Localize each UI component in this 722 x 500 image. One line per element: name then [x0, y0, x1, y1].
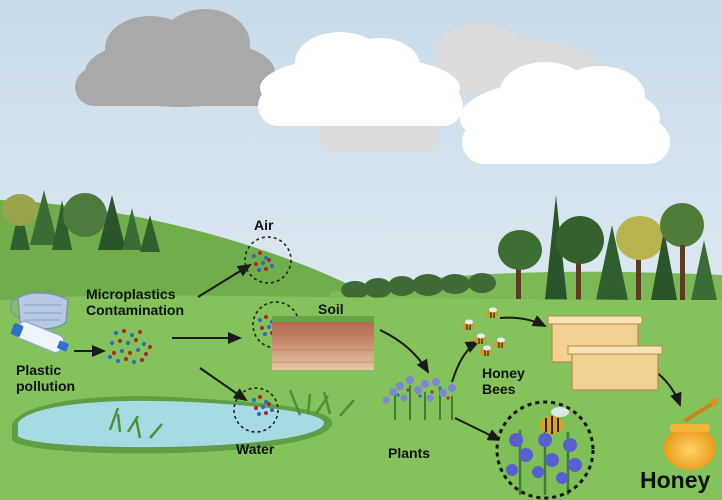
microplastic-particle	[263, 266, 269, 272]
bee-icon	[462, 319, 474, 330]
bee-icon-swarm	[462, 307, 506, 356]
microplastic-particle	[139, 357, 145, 363]
arrow-plants-to-bees	[451, 341, 480, 383]
microplastic-particle	[253, 405, 259, 411]
microplastic-particle	[131, 359, 137, 365]
microplastic-particle	[113, 330, 119, 336]
plastic-pollution-label-line1: Plastic	[16, 362, 62, 378]
microplastic-particles-water	[251, 394, 275, 417]
cloud-icon-white	[258, 32, 463, 126]
cloud-icon-gray	[75, 9, 275, 107]
microplastic-particle	[260, 260, 266, 266]
microplastic-particle	[257, 394, 263, 400]
bee-icon-closeup	[540, 407, 569, 434]
beehive-icon	[547, 315, 663, 391]
microplastic-particle	[257, 317, 263, 323]
flower-icon-plants	[382, 376, 456, 420]
microplastic-particle	[257, 250, 263, 256]
bee-icon	[494, 337, 506, 348]
microplastics-label: Microplastics Contamination	[86, 286, 184, 318]
microplastic-particle	[107, 354, 113, 360]
arrow-to-air	[197, 263, 252, 298]
air-label: Air	[254, 217, 274, 233]
soil-layer-icon	[272, 316, 374, 370]
bee-icon	[480, 345, 492, 356]
flow-arrows	[74, 263, 682, 441]
honey-bees-label-line2: Bees	[482, 380, 516, 397]
microplastic-particle	[256, 267, 262, 273]
microplastic-particle	[137, 329, 143, 335]
plastic-pollution-label: Plastic pollution	[16, 362, 76, 394]
microplastic-particle	[263, 314, 269, 320]
microplastic-particles-air	[251, 250, 275, 273]
microplastic-particle	[262, 331, 268, 337]
microplastic-particle	[127, 350, 133, 356]
microplastic-particle	[251, 253, 257, 259]
microplastics-label-line1: Microplastics	[86, 286, 176, 302]
microplastic-particle	[266, 257, 272, 263]
plants-label: Plants	[388, 445, 431, 461]
honey-bees-label-line1: Honey	[482, 365, 525, 381]
microplastic-particles-cluster	[107, 328, 153, 365]
water-sample-circle	[233, 387, 279, 433]
microplastic-particle	[251, 397, 257, 403]
microplastic-particle	[111, 350, 117, 356]
microplastics-label-line2: Contamination	[86, 301, 184, 318]
microplastic-particle	[129, 332, 135, 338]
microplastic-particle	[109, 340, 115, 346]
tree-icon-right-forest	[498, 195, 718, 305]
tree-icon-distant-row	[341, 273, 496, 299]
microplastic-particle	[135, 347, 141, 353]
bee-icon	[486, 307, 498, 318]
microplastic-particle	[133, 337, 139, 343]
microplastic-particle	[259, 325, 265, 331]
honey-jar-icon	[664, 398, 718, 470]
bottle-icon	[10, 320, 70, 354]
microplastic-particle	[115, 358, 121, 364]
arrow-to-water	[199, 367, 248, 402]
plants-closeup	[495, 400, 595, 500]
bee-icon	[474, 333, 486, 344]
plastic-pollution-label-line2: pollution	[16, 377, 76, 394]
microplastic-particle	[117, 338, 123, 344]
air-sample-circle	[244, 236, 292, 284]
microplastic-particle	[263, 255, 269, 261]
microplastic-particle	[266, 324, 272, 330]
cloud-icon-white-2	[460, 62, 670, 164]
microplastic-particle	[143, 351, 149, 357]
microplastic-particle	[269, 263, 275, 269]
tree-icon-left-forest	[2, 190, 160, 252]
microplastic-particle	[147, 344, 153, 350]
arrow-plants-to-closeup	[454, 417, 502, 441]
honey-label: Honey	[640, 467, 711, 493]
microplastic-particle	[263, 399, 269, 405]
soil-label: Soil	[318, 301, 344, 317]
microplastic-particle	[263, 410, 269, 416]
microplastic-particle	[269, 407, 275, 413]
water-label: Water	[236, 441, 275, 457]
microplastic-particle	[260, 404, 266, 410]
microplastic-particle	[266, 401, 272, 407]
microplastic-particle	[119, 348, 125, 354]
honey-bees-label: Honey Bees	[482, 365, 525, 397]
microplastic-particle	[121, 328, 127, 334]
pond	[12, 389, 355, 454]
microplastic-particle	[123, 356, 129, 362]
microplastic-particle	[256, 411, 262, 417]
microplastic-particle	[253, 261, 259, 267]
arrow-soil-to-plants	[379, 329, 430, 374]
microplastic-particle	[141, 341, 147, 347]
microplastic-particle	[125, 340, 131, 346]
arrow-bees-to-hive	[499, 315, 547, 327]
